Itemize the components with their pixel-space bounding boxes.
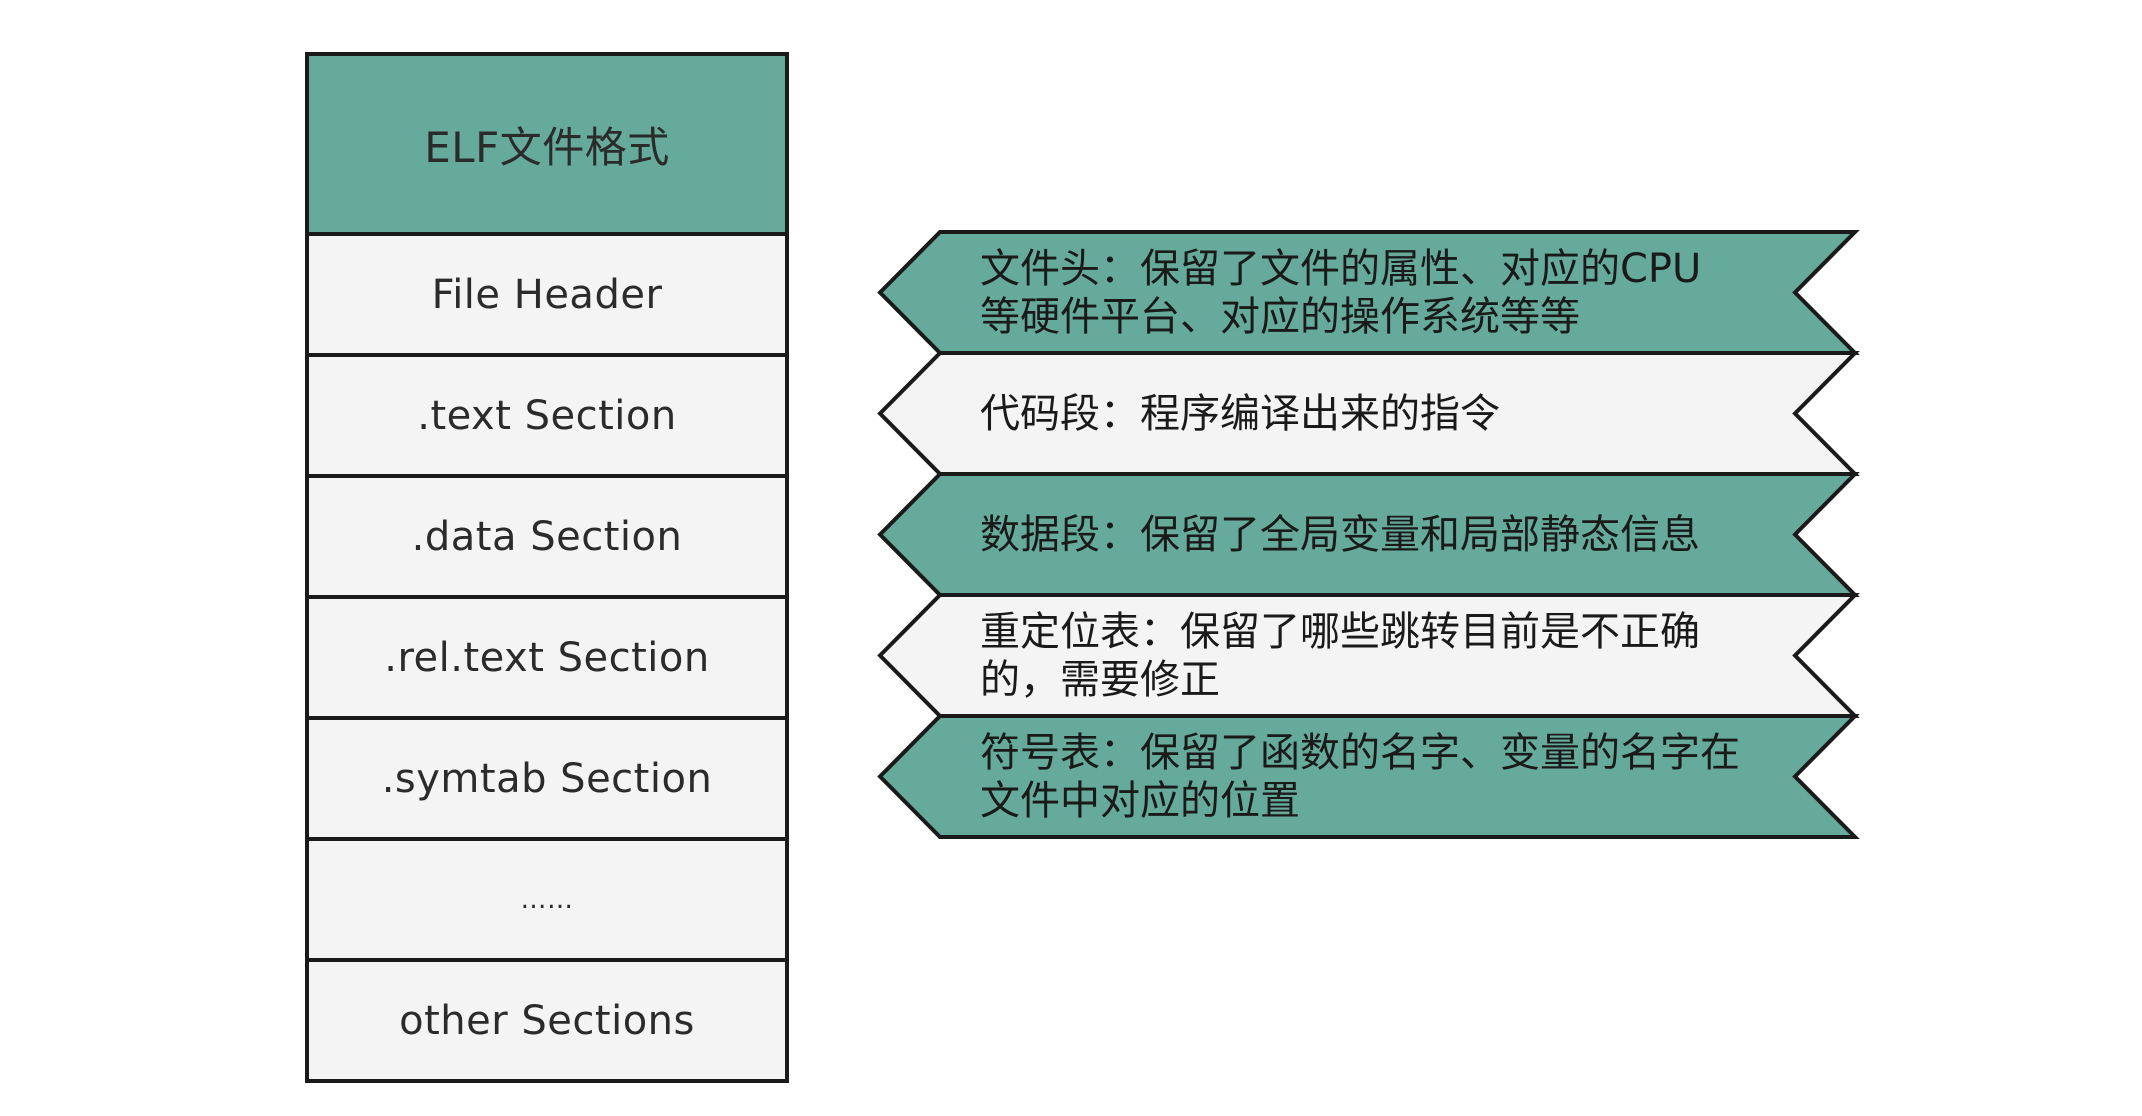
data-section-description: 数据段：保留了全局变量和局部静态信息 <box>877 472 1860 597</box>
file-header-row: File Header <box>305 232 789 357</box>
row-label: .data Section <box>411 513 683 560</box>
row-label: .rel.text Section <box>384 634 710 681</box>
symtab-section-description: 符号表：保留了函数的名字、变量的名字在 文件中对应的位置 <box>877 714 1860 839</box>
elf-table-title-text: ELF文件格式 <box>424 122 670 172</box>
row-label: other Sections <box>399 997 695 1044</box>
description-text: 重定位表：保留了哪些跳转目前是不正确 的，需要修正 <box>980 608 1700 703</box>
description-text: 代码段：程序编译出来的指令 <box>980 390 1500 437</box>
row-label: …… <box>520 884 574 915</box>
row-label: .text Section <box>417 392 677 439</box>
rel-text-section-row: .rel.text Section <box>305 595 789 720</box>
text-section-row: .text Section <box>305 353 789 478</box>
symtab-section-row: .symtab Section <box>305 716 789 841</box>
elf-format-table: ELF文件格式 File Header .text Section .data … <box>305 52 789 1083</box>
elf-table-title: ELF文件格式 <box>305 52 789 236</box>
row-label: .symtab Section <box>381 755 713 802</box>
arrow-shape <box>877 714 1860 839</box>
description-text: 符号表：保留了函数的名字、变量的名字在 文件中对应的位置 <box>980 729 1740 824</box>
row-label: File Header <box>431 271 663 318</box>
description-text: 文件头：保留了文件的属性、对应的CPU 等硬件平台、对应的操作系统等等 <box>980 245 1702 340</box>
text-section-description: 代码段：程序编译出来的指令 <box>877 351 1860 476</box>
data-section-row: .data Section <box>305 474 789 599</box>
rel-text-section-description: 重定位表：保留了哪些跳转目前是不正确 的，需要修正 <box>877 593 1860 718</box>
description-text: 数据段：保留了全局变量和局部静态信息 <box>980 511 1700 558</box>
ellipsis-row: …… <box>305 837 789 962</box>
other-sections-row: other Sections <box>305 958 789 1083</box>
file-header-description: 文件头：保留了文件的属性、对应的CPU 等硬件平台、对应的操作系统等等 <box>877 230 1860 355</box>
